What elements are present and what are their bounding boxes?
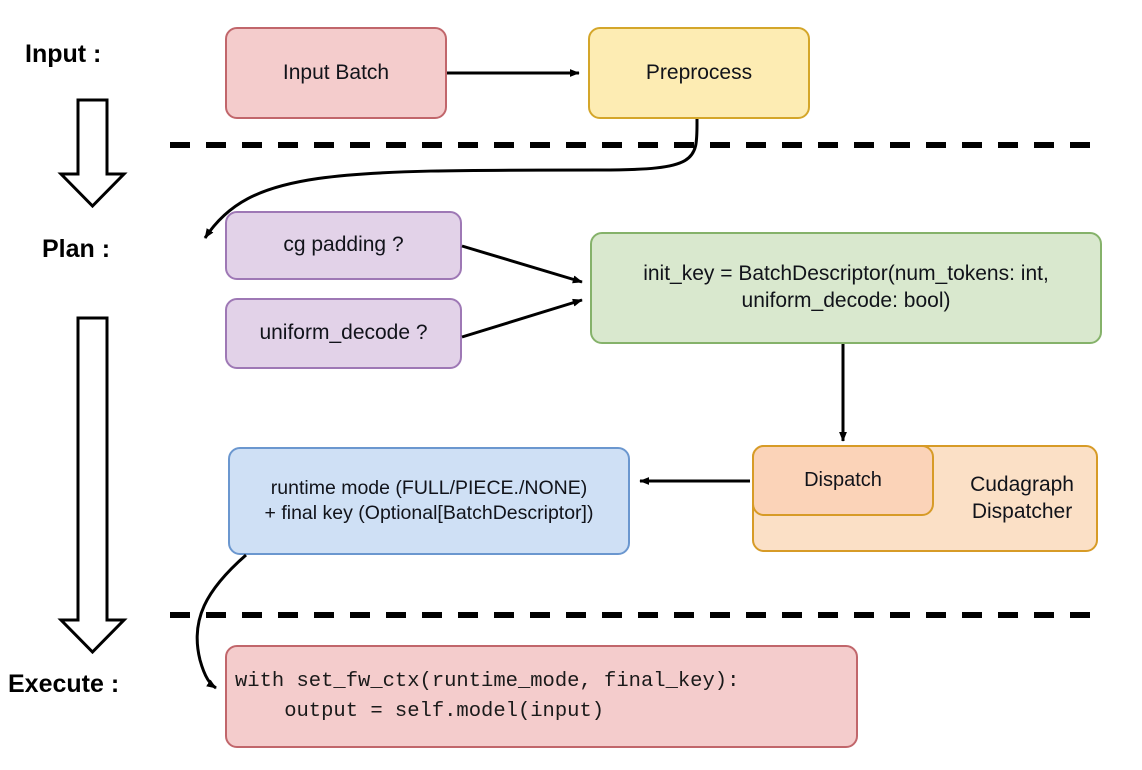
node-dispatch[interactable]: Dispatch — [752, 445, 934, 516]
connector-uniform-decode-to-init-key — [461, 298, 583, 339]
node-cg-padding-label: cg padding ? — [283, 233, 404, 257]
stage-arrow-plan-to-execute — [57, 316, 128, 655]
stage-label-plan: Plan : — [42, 235, 111, 263]
stage-label-input: Input : — [25, 40, 102, 68]
node-input-batch-label: Input Batch — [282, 60, 390, 84]
node-cg-padding[interactable]: cg padding ? — [225, 211, 462, 280]
node-execute-code-label: with set_fw_ctx(runtime_mode, final_key)… — [235, 669, 740, 723]
node-runtime-mode[interactable]: runtime mode (FULL/PIECE./NONE) + final … — [228, 447, 630, 555]
node-runtime-mode-label: runtime mode (FULL/PIECE./NONE) + final … — [264, 477, 594, 524]
stage-label-execute: Execute : — [8, 670, 120, 698]
node-preprocess[interactable]: Preprocess — [588, 27, 810, 119]
node-execute-code[interactable]: with set_fw_ctx(runtime_mode, final_key)… — [225, 645, 858, 748]
node-uniform-decode-label: uniform_decode ? — [259, 321, 428, 345]
node-uniform-decode[interactable]: uniform_decode ? — [225, 298, 462, 369]
node-init-key-label: init_key = BatchDescriptor(num_tokens: i… — [643, 262, 1049, 312]
node-dispatch-label: Dispatch — [804, 468, 882, 491]
node-init-key[interactable]: init_key = BatchDescriptor(num_tokens: i… — [590, 232, 1102, 344]
node-input-batch[interactable]: Input Batch — [225, 27, 447, 119]
connector-cg-padding-to-init-key — [461, 244, 583, 284]
stage-arrow-input-to-plan — [57, 98, 128, 209]
node-preprocess-label: Preprocess — [645, 60, 753, 84]
node-cudagraph-dispatcher-label: Cudagraph Dispatcher — [970, 472, 1074, 523]
